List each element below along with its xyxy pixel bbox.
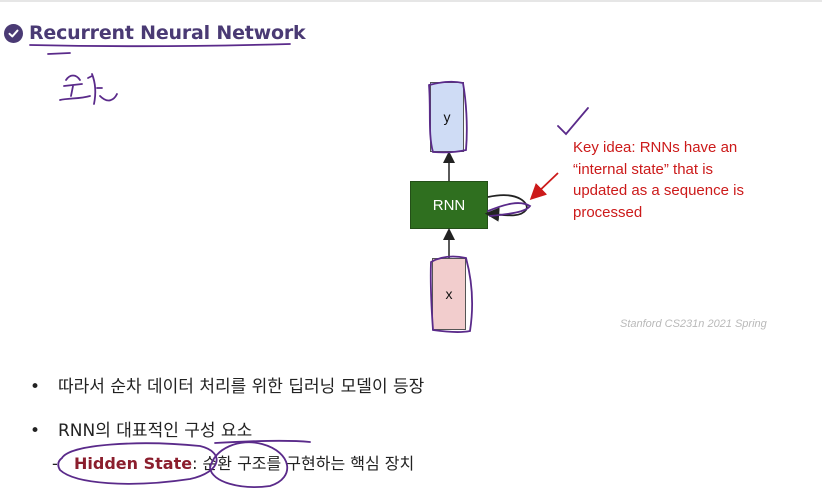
key-idea-line: processed	[573, 203, 643, 221]
sub-bullet: Hidden State: 순환 구조를 구현하는 핵심 장치	[74, 452, 414, 476]
checkmark-stroke	[557, 107, 589, 136]
bullet-dot-icon: •	[30, 421, 41, 441]
recurrent-loop-arrow	[484, 194, 528, 222]
bullet-item: • 따라서 순차 데이터 처리를 위한 딥러닝 모델이 등장	[30, 375, 424, 399]
sub-bullet-description: 순환 구조를 구현하는 핵심 장치	[197, 454, 415, 473]
image-credit: Stanford CS231n 2021 Spring	[620, 318, 767, 330]
page-title: Recurrent Neural Network	[29, 22, 306, 44]
small-dash-stroke	[47, 52, 71, 55]
rnn-label: RNN	[432, 196, 466, 214]
sub-bullet-dash: -	[52, 454, 58, 473]
check-circle-icon	[4, 23, 23, 43]
bullet-list: • 따라서 순차 데이터 처리를 위한 딥러닝 모델이 등장 • RNN의 대표적인…	[30, 375, 424, 463]
output-node-y: y	[430, 82, 464, 152]
output-label: y	[443, 109, 451, 125]
slide-header: Recurrent Neural Network	[4, 20, 306, 46]
hidden-state-term: Hidden State	[74, 454, 193, 473]
top-divider	[0, 0, 822, 2]
loop-scribble	[487, 202, 532, 217]
rnn-node: RNN	[410, 181, 488, 229]
bullet-text: 따라서 순차 데이터 처리를 위한 딥러닝 모델이 등장	[58, 377, 425, 397]
red-pointer-arrow	[529, 172, 559, 200]
key-idea-line: updated as a sequence is	[573, 182, 744, 199]
input-node-x: x	[432, 258, 466, 330]
bullet-item: • RNN의 대표적인 구성 요소	[30, 419, 424, 443]
handwritten-note-stroke	[59, 73, 118, 105]
key-idea-text: Key idea: RNNs have an “internal state” …	[573, 137, 793, 223]
bullet-text: RNN의 대표적인 구성 요소	[58, 421, 253, 441]
key-idea-line: Key idea: RNNs have an	[573, 139, 738, 156]
bullet-dot-icon: •	[30, 377, 41, 397]
input-label: x	[445, 286, 453, 302]
key-idea-line: “internal state” that is	[573, 160, 714, 178]
